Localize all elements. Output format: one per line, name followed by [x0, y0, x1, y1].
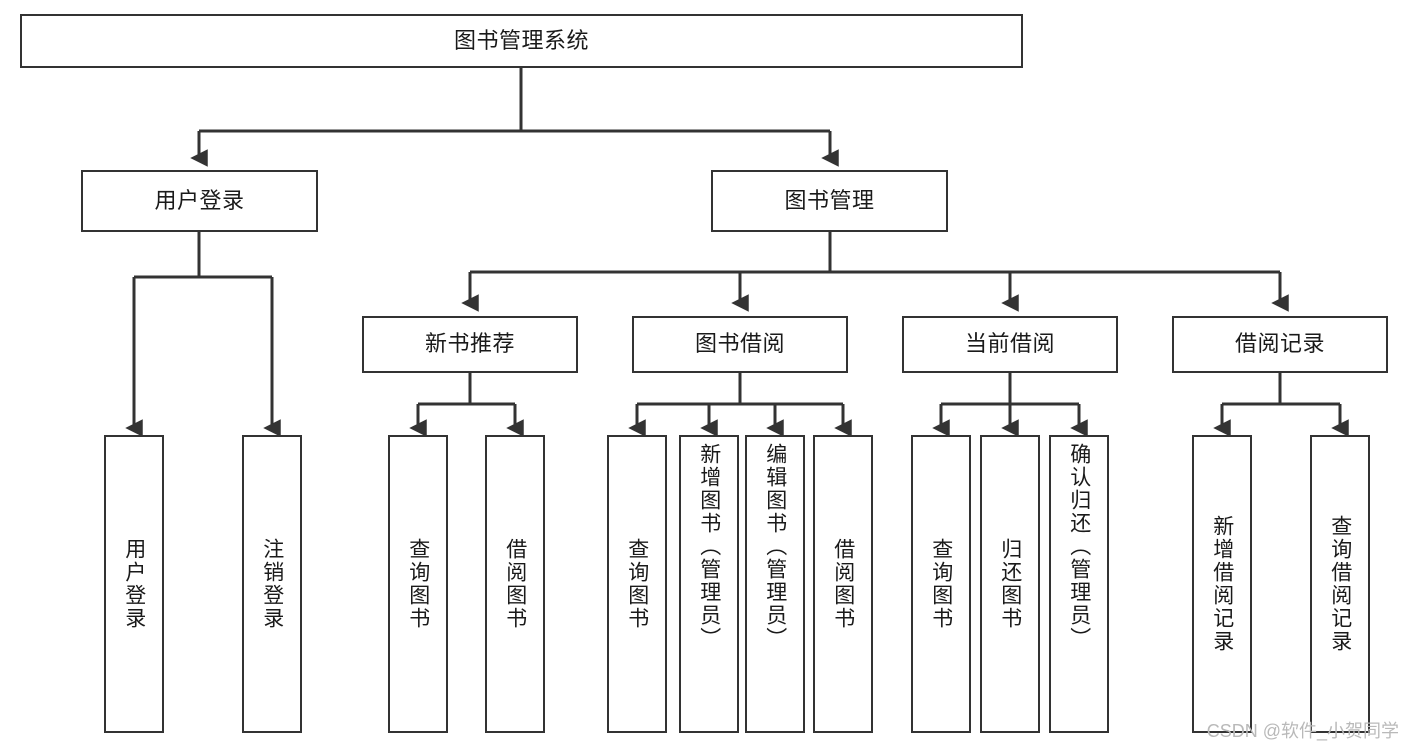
- node-leaf-edit-book-label: 编辑图书（管理员）: [763, 443, 787, 650]
- node-leaf-add-book[interactable]: 新增图书（管理员）: [679, 435, 739, 733]
- node-leaf-logout-login-label: 注销登录: [260, 538, 284, 630]
- node-current-borrow-label: 当前借阅: [964, 331, 1055, 357]
- node-leaf-add-record[interactable]: 新增借阅记录: [1192, 435, 1252, 733]
- node-new-book-recommend[interactable]: 新书推荐: [362, 316, 578, 373]
- node-new-book-recommend-label: 新书推荐: [424, 331, 515, 357]
- node-book-borrow[interactable]: 图书借阅: [632, 316, 848, 373]
- node-user-login[interactable]: 用户登录: [81, 170, 318, 232]
- node-book-manage-label: 图书管理: [784, 187, 875, 213]
- node-leaf-confirm-return[interactable]: 确认归还（管理员）: [1049, 435, 1109, 733]
- node-leaf-borrow-book-1[interactable]: 借阅图书: [485, 435, 545, 733]
- node-leaf-return-book[interactable]: 归还图书: [980, 435, 1040, 733]
- node-leaf-add-book-label: 新增图书（管理员）: [697, 443, 721, 650]
- node-leaf-query-book-3-label: 查询图书: [929, 538, 953, 630]
- node-leaf-user-login-label: 用户登录: [122, 538, 146, 630]
- node-leaf-query-record-label: 查询借阅记录: [1328, 515, 1352, 653]
- node-leaf-edit-book[interactable]: 编辑图书（管理员）: [745, 435, 805, 733]
- node-leaf-user-login[interactable]: 用户登录: [104, 435, 164, 733]
- watermark-text: CSDN @软件_小贺同学: [1206, 721, 1399, 741]
- node-leaf-borrow-book-2-label: 借阅图书: [831, 538, 855, 630]
- node-leaf-confirm-return-label: 确认归还（管理员）: [1067, 443, 1091, 650]
- node-root[interactable]: 图书管理系统: [20, 14, 1023, 68]
- node-leaf-query-book-2[interactable]: 查询图书: [607, 435, 667, 733]
- node-leaf-return-book-label: 归还图书: [998, 538, 1022, 630]
- node-root-label: 图书管理系统: [453, 27, 589, 53]
- node-leaf-query-book-1-label: 查询图书: [406, 538, 430, 630]
- node-leaf-query-record[interactable]: 查询借阅记录: [1310, 435, 1370, 733]
- node-book-manage[interactable]: 图书管理: [711, 170, 948, 232]
- node-leaf-query-book-1[interactable]: 查询图书: [388, 435, 448, 733]
- node-leaf-borrow-book-1-label: 借阅图书: [503, 538, 527, 630]
- node-borrow-record[interactable]: 借阅记录: [1172, 316, 1388, 373]
- node-user-login-label: 用户登录: [154, 187, 245, 213]
- node-current-borrow[interactable]: 当前借阅: [902, 316, 1118, 373]
- node-borrow-record-label: 借阅记录: [1234, 331, 1325, 357]
- node-leaf-add-record-label: 新增借阅记录: [1210, 515, 1234, 653]
- node-leaf-query-book-3[interactable]: 查询图书: [911, 435, 971, 733]
- node-book-borrow-label: 图书借阅: [694, 331, 785, 357]
- node-leaf-logout-login[interactable]: 注销登录: [242, 435, 302, 733]
- node-leaf-borrow-book-2[interactable]: 借阅图书: [813, 435, 873, 733]
- node-leaf-query-book-2-label: 查询图书: [625, 538, 649, 630]
